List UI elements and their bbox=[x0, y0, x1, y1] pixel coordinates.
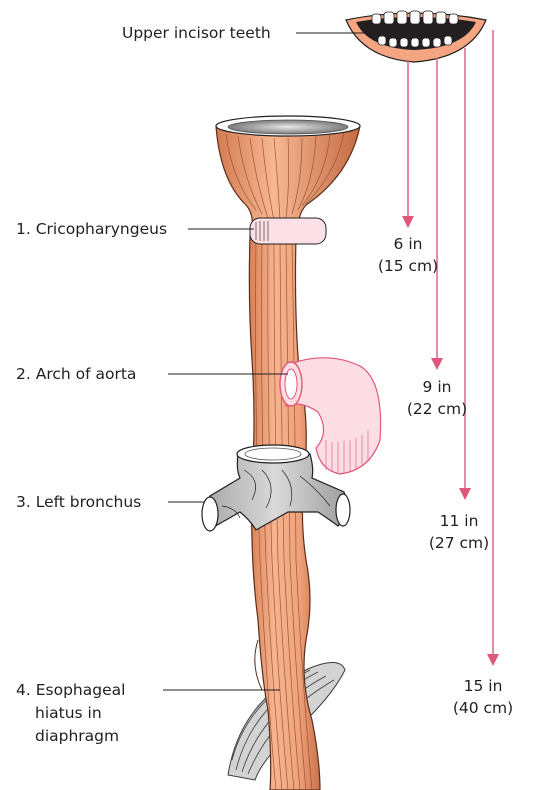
label-cricopharyngeus: 1. Cricopharyngeus bbox=[16, 219, 167, 239]
label-left-bronchus: 3. Left bronchus bbox=[16, 492, 141, 512]
distance-15in: 15 in (40 cm) bbox=[433, 675, 533, 719]
cricopharyngeus-band bbox=[250, 218, 326, 244]
label-upper-incisor-teeth: Upper incisor teeth bbox=[122, 23, 271, 43]
arrow-11in-head bbox=[459, 488, 471, 500]
label-esophageal-hiatus-line1: 4. Esophageal bbox=[16, 680, 125, 700]
distance-9in-cm: (22 cm) bbox=[387, 398, 487, 420]
distance-6in-cm: (15 cm) bbox=[358, 255, 458, 277]
arrow-15in-head bbox=[487, 654, 499, 666]
label-esophageal-hiatus-line2: hiatus in bbox=[35, 703, 102, 723]
distance-6in-inches: 6 in bbox=[358, 233, 458, 255]
distance-6in: 6 in (15 cm) bbox=[358, 233, 458, 277]
distance-11in-inches: 11 in bbox=[409, 510, 509, 532]
measurement-arrows bbox=[402, 30, 499, 666]
arrow-6in-head bbox=[402, 216, 414, 228]
label-esophageal-hiatus-line3: diaphragm bbox=[35, 726, 119, 746]
arrow-9in-head bbox=[431, 358, 443, 370]
distance-9in-inches: 9 in bbox=[387, 376, 487, 398]
distance-11in-cm: (27 cm) bbox=[409, 532, 509, 554]
distance-9in: 9 in (22 cm) bbox=[387, 376, 487, 420]
distance-11in: 11 in (27 cm) bbox=[409, 510, 509, 554]
distance-15in-cm: (40 cm) bbox=[433, 697, 533, 719]
pharynx-funnel bbox=[216, 116, 360, 230]
distance-15in-inches: 15 in bbox=[433, 675, 533, 697]
label-arch-of-aorta: 2. Arch of aorta bbox=[16, 364, 136, 384]
